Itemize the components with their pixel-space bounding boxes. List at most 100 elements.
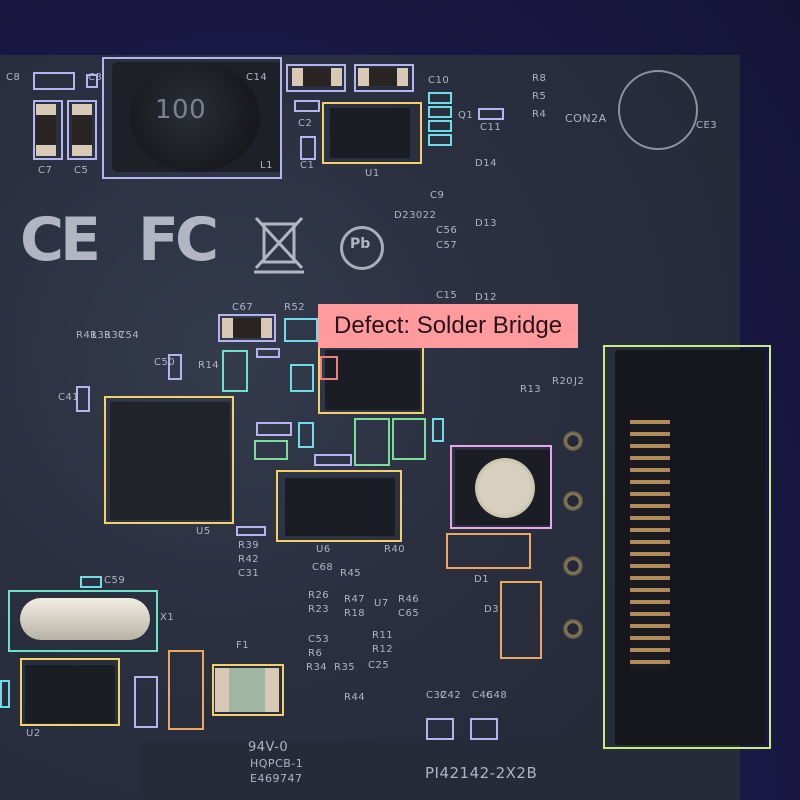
silk-l1: L1 [260, 160, 273, 171]
lead-free-text: Pb [350, 236, 371, 252]
silk-c50: C50 [154, 357, 176, 368]
silk-board-name: HQPCB-1 [250, 757, 304, 770]
silk-d1: D1 [474, 574, 490, 585]
silk-c14: C14 [246, 72, 268, 83]
silk-r37: R37 [104, 330, 126, 341]
silk-r47: R47 [344, 594, 366, 605]
silk-r39: R39 [238, 540, 260, 551]
silk-q1: Q1 [458, 110, 474, 121]
silk-c54: C54 [118, 330, 140, 341]
lead-free-icon [340, 226, 384, 270]
chip-u5 [110, 402, 230, 520]
silk-r35: R35 [334, 662, 356, 673]
silk-c56: C56 [436, 225, 458, 236]
silk-part-number: PI42142-2X2B [425, 764, 538, 782]
silk-d12: D12 [475, 292, 497, 303]
silk-c41: C41 [58, 392, 80, 403]
buzzer-disc [475, 458, 535, 518]
resistor-c5 [72, 104, 92, 156]
silk-r18: R18 [344, 608, 366, 619]
silk-c57: C57 [436, 240, 458, 251]
silk-c10: C10 [428, 75, 450, 86]
silk-c7: C7 [38, 165, 53, 176]
via [562, 618, 584, 640]
defect-label: Defect: Solder Bridge [318, 304, 579, 348]
silk-d14: D14 [475, 158, 497, 169]
silk-r8: R8 [532, 73, 547, 84]
silk-r42: R42 [238, 554, 260, 565]
inductor-value: 100 [155, 95, 207, 125]
silk-c48: C48 [486, 690, 508, 701]
silk-r45: R45 [340, 568, 362, 579]
silk-r23: R23 [308, 604, 330, 615]
silk-c68: C68 [312, 562, 334, 573]
silk-c65: C65 [398, 608, 420, 619]
via [562, 490, 584, 512]
silk-c1: C1 [300, 160, 315, 171]
silk-r20: R20 [552, 376, 574, 387]
pcb-edge [140, 740, 740, 800]
silk-r40: R40 [384, 544, 406, 555]
silk-c5: C5 [74, 165, 89, 176]
silk-board-code: E469747 [250, 772, 303, 785]
crystal-x1 [20, 598, 150, 640]
chip-u2 [25, 665, 115, 723]
silk-r34: R34 [306, 662, 328, 673]
silk-x1: X1 [160, 612, 175, 623]
silk-con2a: CON2A [565, 112, 607, 125]
silk-c9: C9 [430, 190, 445, 201]
fuse-f1 [215, 668, 279, 712]
silk-u7: U7 [374, 598, 389, 609]
silk-r4: R4 [532, 109, 547, 120]
silk-c32: C32 [426, 690, 448, 701]
silk-c53: C53 [308, 634, 330, 645]
silk-u1: U1 [365, 168, 380, 179]
resistor [292, 68, 342, 86]
via [562, 555, 584, 577]
silk-c3: C3 [88, 72, 103, 83]
silk-r12: R12 [372, 644, 394, 655]
capacitor-ce3 [618, 70, 698, 150]
resistor [358, 68, 408, 86]
weee-icon [250, 212, 308, 274]
silk-r52: R52 [284, 302, 306, 313]
silk-r46: R46 [398, 594, 420, 605]
resistor-c7 [36, 104, 56, 156]
silk-d3: D3 [484, 604, 500, 615]
silk-c67: C67 [232, 302, 254, 313]
silk-j2: J2 [574, 376, 585, 387]
silk-r11: R11 [372, 630, 394, 641]
silk-r14: R14 [198, 360, 220, 371]
silk-d23022: D23022 [394, 210, 437, 221]
via [562, 430, 584, 452]
silk-r13: R13 [520, 384, 542, 395]
silk-c8: C8 [6, 72, 21, 83]
silk-c15: C15 [436, 290, 458, 301]
ce-logo: CE [20, 205, 101, 275]
silk-d13: D13 [475, 218, 497, 229]
silk-c31: C31 [238, 568, 260, 579]
chip-u1 [330, 108, 410, 158]
silk-c11: C11 [480, 122, 502, 133]
silk-u6: U6 [316, 544, 331, 555]
silk-board-rating: 94V-0 [248, 740, 289, 755]
inductor-coil [130, 62, 260, 172]
silk-r5: R5 [532, 91, 547, 102]
chip-u-defect [325, 350, 420, 410]
resistor-c67 [222, 318, 272, 338]
silk-c59: C59 [104, 575, 126, 586]
silk-c2: C2 [298, 118, 313, 129]
silk-r33: R33 [90, 330, 112, 341]
silk-r26: R26 [308, 590, 330, 601]
silk-r44: R44 [344, 692, 366, 703]
silk-c25: C25 [368, 660, 390, 671]
silk-c46: C46 [472, 690, 494, 701]
connector-pins [630, 420, 670, 670]
silk-u5: U5 [196, 526, 211, 537]
silk-r6: R6 [308, 648, 323, 659]
fcc-logo: FC [138, 205, 219, 275]
silk-r41: R41 [76, 330, 98, 341]
silk-ce3: CE3 [696, 120, 718, 131]
silk-f1: F1 [236, 640, 250, 651]
